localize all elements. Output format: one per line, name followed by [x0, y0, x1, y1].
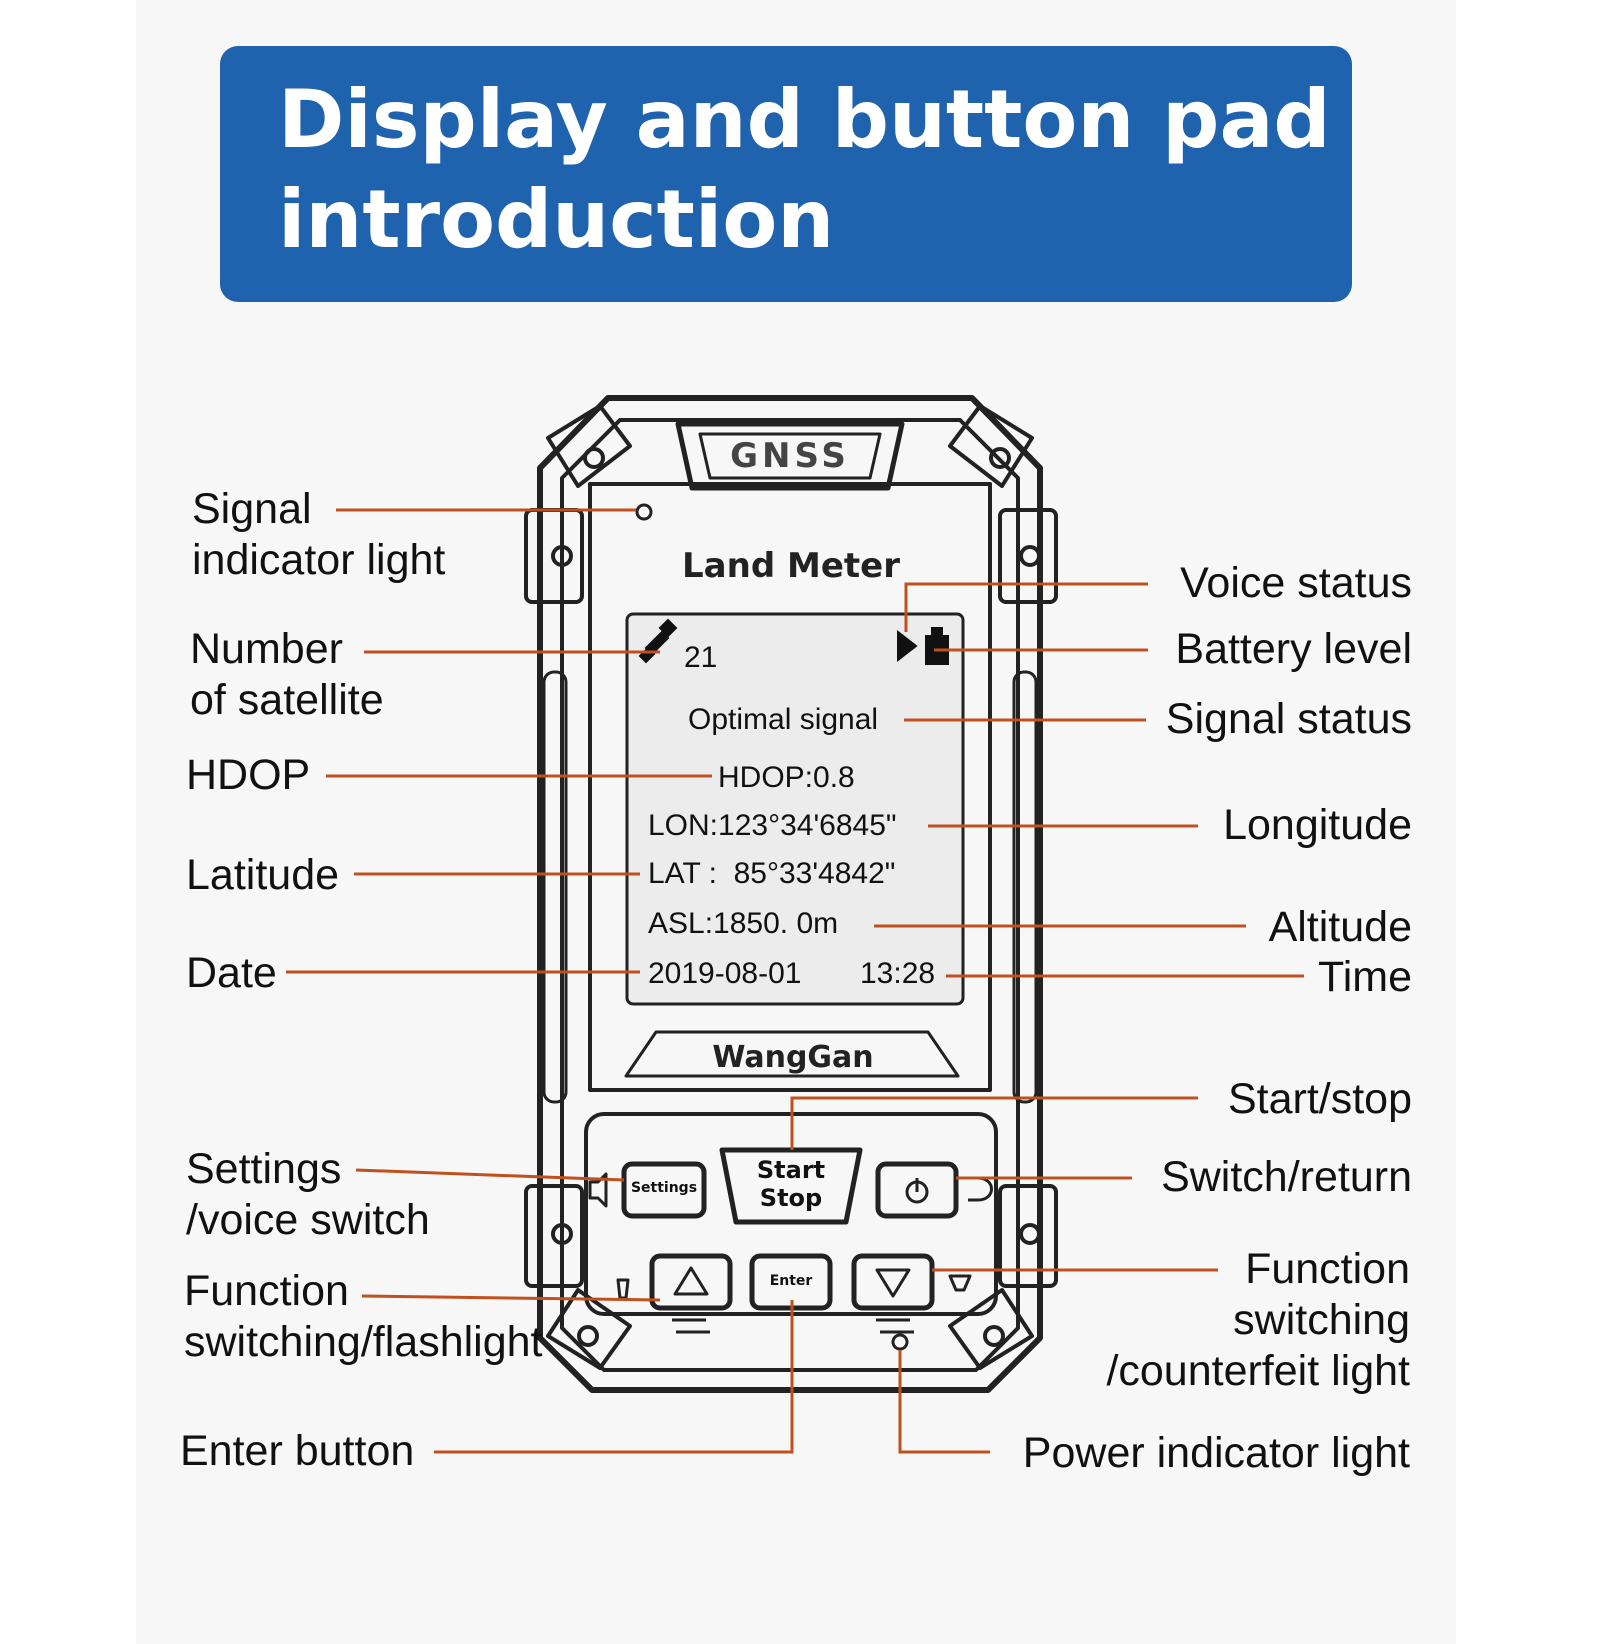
stop-button-label[interactable]: Stop [759, 1184, 823, 1212]
screen-hdop: HDOP:0.8 [718, 761, 855, 794]
device-bumper [537, 395, 1043, 1393]
screw [583, 447, 605, 469]
flashlight-icon [616, 1278, 630, 1300]
signal-indicator-light [635, 503, 653, 521]
down-button [851, 1253, 935, 1311]
side-grip-left [542, 670, 568, 1104]
label-enter-button: Enter button [180, 1427, 415, 1475]
leader-function-left [361, 1294, 661, 1302]
screen-date: 2019-08-01 [648, 957, 802, 990]
up-arrow-icon [673, 1266, 709, 1296]
counterfeit-light-icon [948, 1274, 972, 1292]
switch-return-button [875, 1161, 959, 1219]
screw [577, 1325, 599, 1347]
voice-status-icon [897, 629, 918, 663]
gnss-plate [675, 421, 905, 491]
label-date: Date [186, 949, 277, 997]
label-voice-status: Voice status [1180, 559, 1412, 607]
down-arrow-icon [875, 1268, 911, 1298]
side-clamp-left-bottom [524, 1184, 584, 1288]
gnss-plate-text: GNSS [730, 436, 850, 476]
screw [1019, 1223, 1041, 1245]
leader-voice [904, 582, 1148, 632]
label-latitude: Latitude [186, 851, 340, 899]
screen-longitude: LON:123°34'6845" [648, 809, 897, 842]
corner-guard-tl [546, 404, 632, 488]
label-signal-status: Signal status [1165, 695, 1412, 743]
side-grip-right [1012, 670, 1038, 1104]
corner-guard-bl [546, 1288, 632, 1370]
title-banner [220, 46, 1352, 302]
leader-power-light [898, 1350, 990, 1454]
label-start-stop: Start/stop [1227, 1075, 1412, 1123]
corner-guard-br [948, 1288, 1034, 1370]
label-time: Time [1318, 953, 1412, 1001]
screw [989, 447, 1011, 469]
label-altitude: Altitude [1268, 903, 1412, 951]
switch-arrows-right-icon [876, 1318, 914, 1334]
leader-settings [355, 1168, 625, 1182]
lcd-screen [625, 612, 965, 1006]
side-clamp-right-top [998, 508, 1058, 604]
screw [551, 545, 573, 567]
side-clamp-right-bottom [998, 1184, 1058, 1288]
label-hdop: HDOP [186, 751, 311, 799]
start-button-label[interactable]: Start [756, 1156, 826, 1184]
settings-button [621, 1161, 707, 1219]
screw [983, 1325, 1005, 1347]
device-body [560, 418, 1020, 1372]
settings-button-label[interactable]: Settings [630, 1180, 698, 1196]
screen-latitude: LAT : 85°33'4842" [648, 857, 896, 890]
label-settings-voice-switch: Settings /voice switch [186, 1145, 430, 1244]
screen-satellite-count: 21 [684, 641, 718, 674]
label-power-indicator-light: Power indicator light [1022, 1429, 1410, 1477]
page-title: Display and button pad introduction [278, 73, 1331, 266]
screen-altitude: ASL:1850. 0m [648, 907, 839, 940]
screw [551, 1223, 573, 1245]
label-battery-level: Battery level [1175, 625, 1412, 673]
model-name: Land Meter [682, 546, 900, 586]
label-function-switching-counterfeit-light: Function switching /counterfeit light [1106, 1245, 1410, 1395]
start-stop-button [719, 1147, 863, 1225]
speaker-icon [588, 1172, 608, 1208]
screw [1019, 545, 1041, 567]
leader-start-stop [790, 1096, 1198, 1150]
label-longitude: Longitude [1223, 801, 1412, 849]
screen-time: 13:28 [860, 957, 936, 990]
up-button [649, 1253, 733, 1311]
return-icon [968, 1176, 993, 1202]
label-number-of-satellite: Number of satellite [190, 625, 384, 724]
screen-signal-status: Optimal signal [688, 703, 879, 736]
switch-arrows-left-icon [672, 1318, 710, 1334]
display-bezel [588, 482, 992, 1092]
label-function-switching-flashlight: Function switching/flashlight [184, 1267, 543, 1366]
label-signal-indicator-light: Signal indicator light [192, 485, 446, 584]
power-indicator-light [891, 1333, 909, 1351]
label-switch-return: Switch/return [1161, 1153, 1412, 1201]
enter-button-label[interactable]: Enter [769, 1273, 813, 1289]
corner-guard-tr [948, 404, 1034, 488]
leader-enter [434, 1300, 794, 1454]
maker-logo-text: WangGan [712, 1040, 874, 1075]
